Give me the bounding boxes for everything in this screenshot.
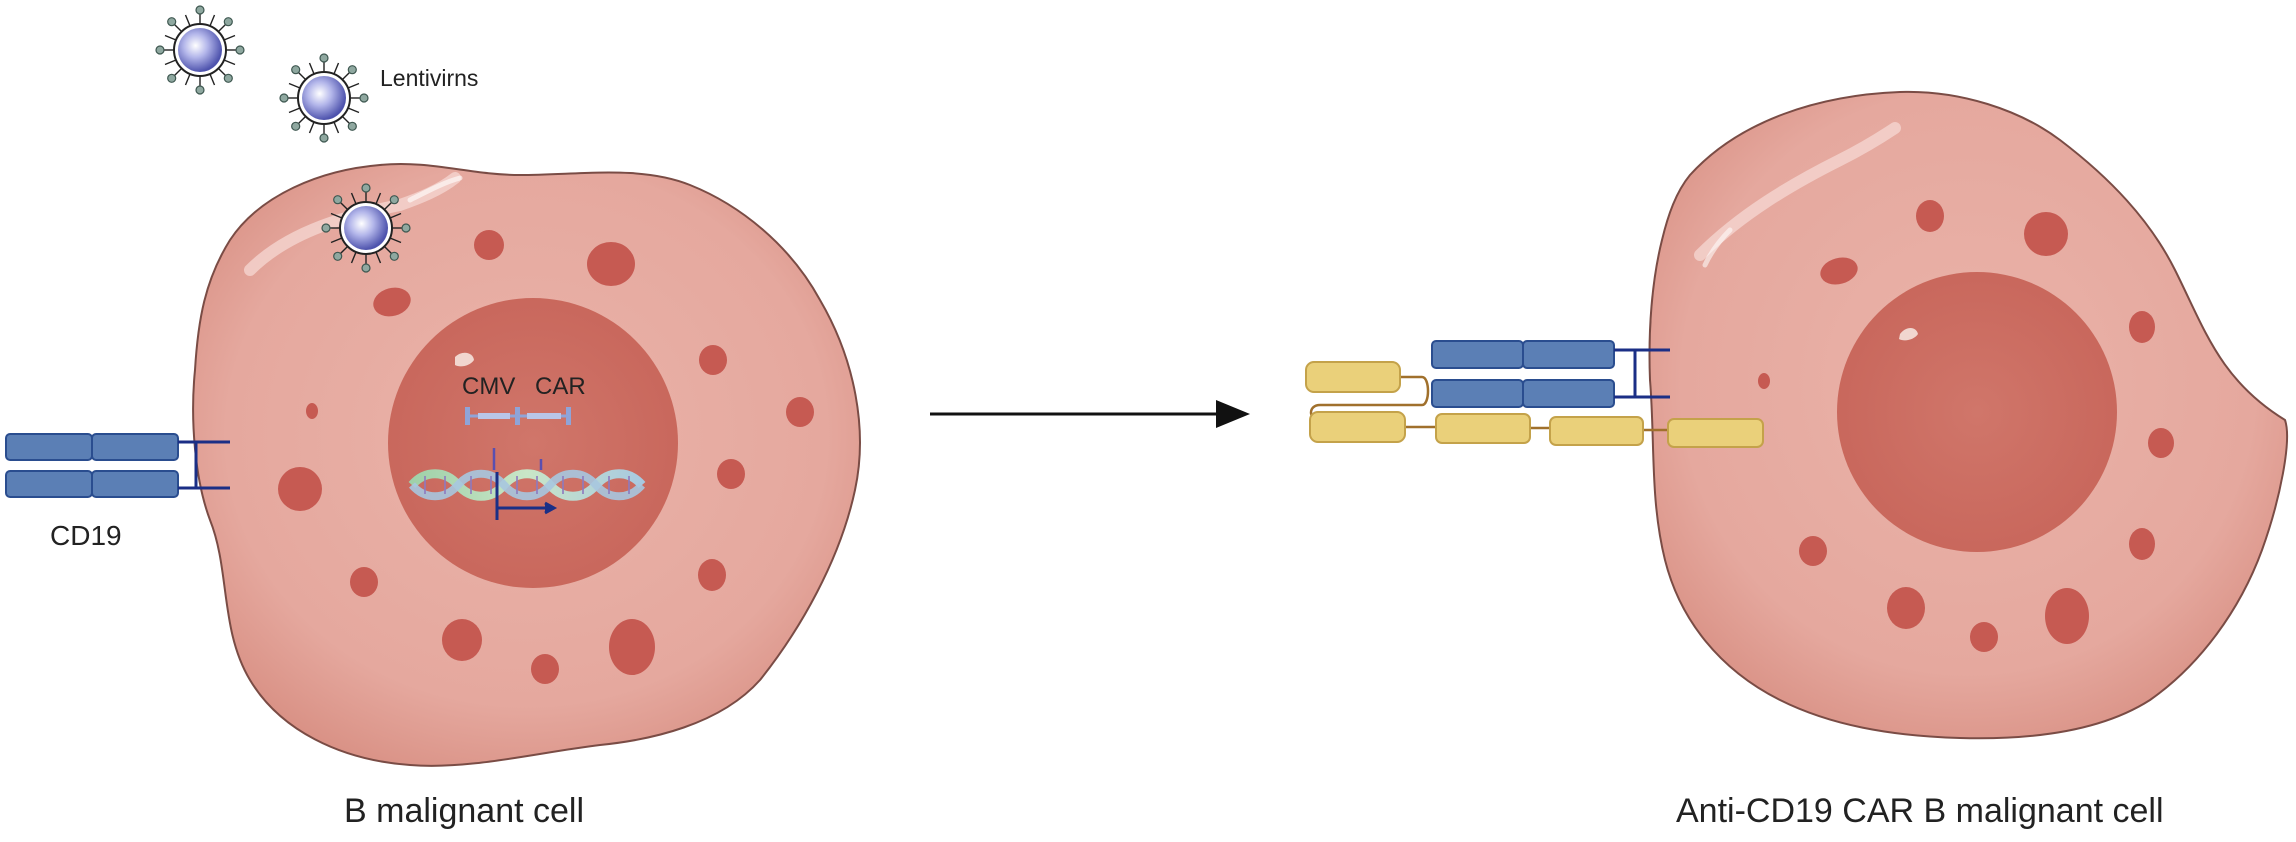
car-label: CAR — [535, 373, 586, 400]
cytoplasm-spots — [278, 230, 814, 684]
lentivirus-particle — [321, 183, 411, 273]
nucleolus-highlight — [1899, 328, 1918, 341]
left-cell-caption: B malignant cell — [344, 792, 584, 830]
nucleolus-highlight — [455, 352, 474, 367]
nucleus — [388, 298, 678, 588]
lentivirus-particle — [155, 5, 245, 95]
cd19-receptor — [5, 433, 230, 498]
dna-helix — [408, 448, 646, 501]
right-cell-caption: Anti-CD19 CAR B malignant cell — [1676, 792, 2164, 830]
lentivirus-particle — [279, 53, 369, 143]
insertion-marker — [495, 472, 558, 520]
lentivirus-label: Lentivirns — [380, 65, 478, 91]
cmv-label: CMV — [462, 373, 515, 400]
car-receptor — [1305, 340, 1764, 448]
transformation-arrow — [930, 400, 1250, 428]
cd19-label: CD19 — [50, 520, 122, 551]
cell-highlight — [407, 175, 463, 203]
nucleus — [1837, 272, 2117, 552]
cytoplasm-spots — [1758, 200, 2174, 652]
cmv-car-construct — [465, 407, 571, 425]
cell-highlight — [1702, 227, 1733, 268]
